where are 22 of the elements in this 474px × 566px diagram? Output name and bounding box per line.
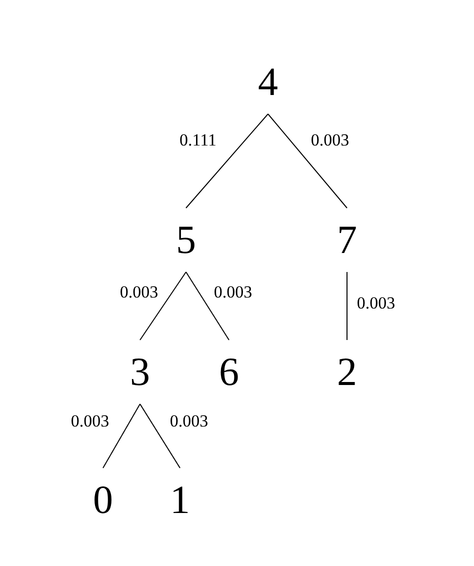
node-label: 3 bbox=[130, 352, 150, 392]
tree-edge bbox=[140, 404, 180, 468]
tree-edge bbox=[186, 272, 230, 340]
node-label: 0 bbox=[93, 480, 113, 520]
tree-edge bbox=[346, 272, 348, 340]
tree-edge bbox=[268, 114, 348, 208]
tree-edge bbox=[102, 404, 140, 468]
edge-label: 0.003 bbox=[70, 412, 110, 430]
edge-label: 0.003 bbox=[170, 412, 208, 430]
edge-label: 0.003 bbox=[120, 284, 158, 300]
tree-edge bbox=[140, 272, 186, 340]
node-label: 2 bbox=[337, 352, 357, 392]
edge-label: 0.003 bbox=[310, 132, 350, 148]
tree-edge bbox=[186, 114, 268, 208]
edge-label: 0.003 bbox=[214, 284, 252, 300]
edge-label: 0.111 bbox=[180, 132, 216, 148]
node-label: 6 bbox=[219, 352, 239, 392]
node-label: 4 bbox=[258, 62, 278, 102]
node-label: 7 bbox=[337, 220, 357, 260]
node-label: 5 bbox=[176, 220, 196, 260]
node-label: 1 bbox=[170, 480, 190, 520]
edge-label: 0.003 bbox=[356, 294, 396, 312]
